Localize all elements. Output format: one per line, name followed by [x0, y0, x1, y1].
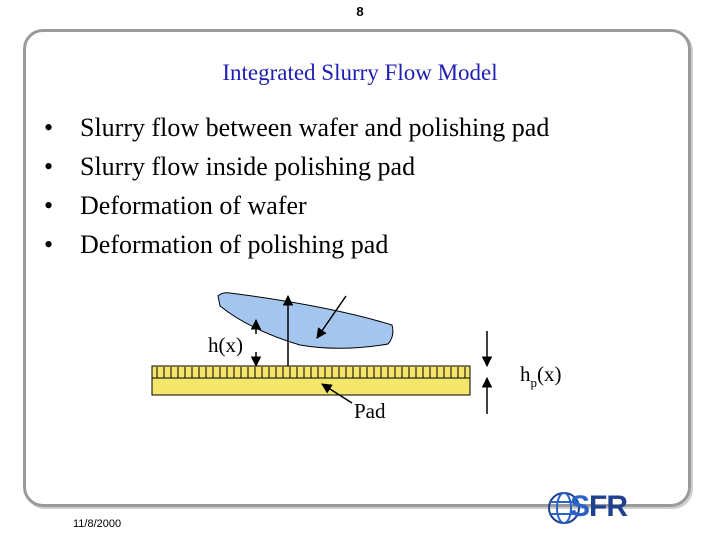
logo-text: SFR: [570, 490, 628, 524]
globe-icon: [548, 492, 580, 524]
date: 11/8/2000: [73, 518, 122, 530]
bullet-item: • Deformation of wafer: [44, 186, 549, 225]
bullet-item: • Slurry flow inside polishing pad: [44, 147, 549, 186]
pad-label-arrow: [321, 383, 353, 404]
pad-gap-label-main: h: [520, 362, 531, 386]
pad-gap-label: hp(x): [520, 362, 562, 390]
logo-letters-fr: FR: [589, 490, 628, 523]
pad-gap-label-tail: (x): [537, 362, 562, 386]
sfr-logo: SFR: [546, 490, 636, 526]
bullet-icon: •: [44, 191, 54, 220]
pad-base: [151, 377, 471, 396]
bullet-icon: •: [44, 230, 54, 259]
bullet-text: Deformation of polishing pad: [80, 230, 389, 259]
bullet-icon: •: [44, 152, 54, 181]
pad-label: Pad: [354, 399, 386, 423]
pad-gap-label-sub: p: [531, 375, 538, 390]
bullet-text: Slurry flow inside polishing pad: [80, 152, 416, 181]
pad-pores: [156, 367, 466, 378]
wafer-shape: [217, 292, 394, 349]
bullet-list: • Slurry flow between wafer and polishing…: [44, 108, 549, 264]
rotation-arrow: [316, 295, 347, 339]
page-number: 8: [356, 4, 364, 19]
bullet-item: • Deformation of polishing pad: [44, 225, 549, 264]
gap-label: h(x): [208, 333, 243, 357]
logo-letter-s: S: [570, 490, 590, 523]
slide-frame: [23, 29, 691, 507]
slide-title: Integrated Slurry Flow Model: [222, 60, 498, 85]
bullet-text: Deformation of wafer: [80, 191, 307, 220]
bullet-text: Slurry flow between wafer and polishing …: [80, 113, 550, 142]
bullet-item: • Slurry flow between wafer and polishing…: [44, 108, 549, 147]
bullet-icon: •: [44, 113, 54, 142]
